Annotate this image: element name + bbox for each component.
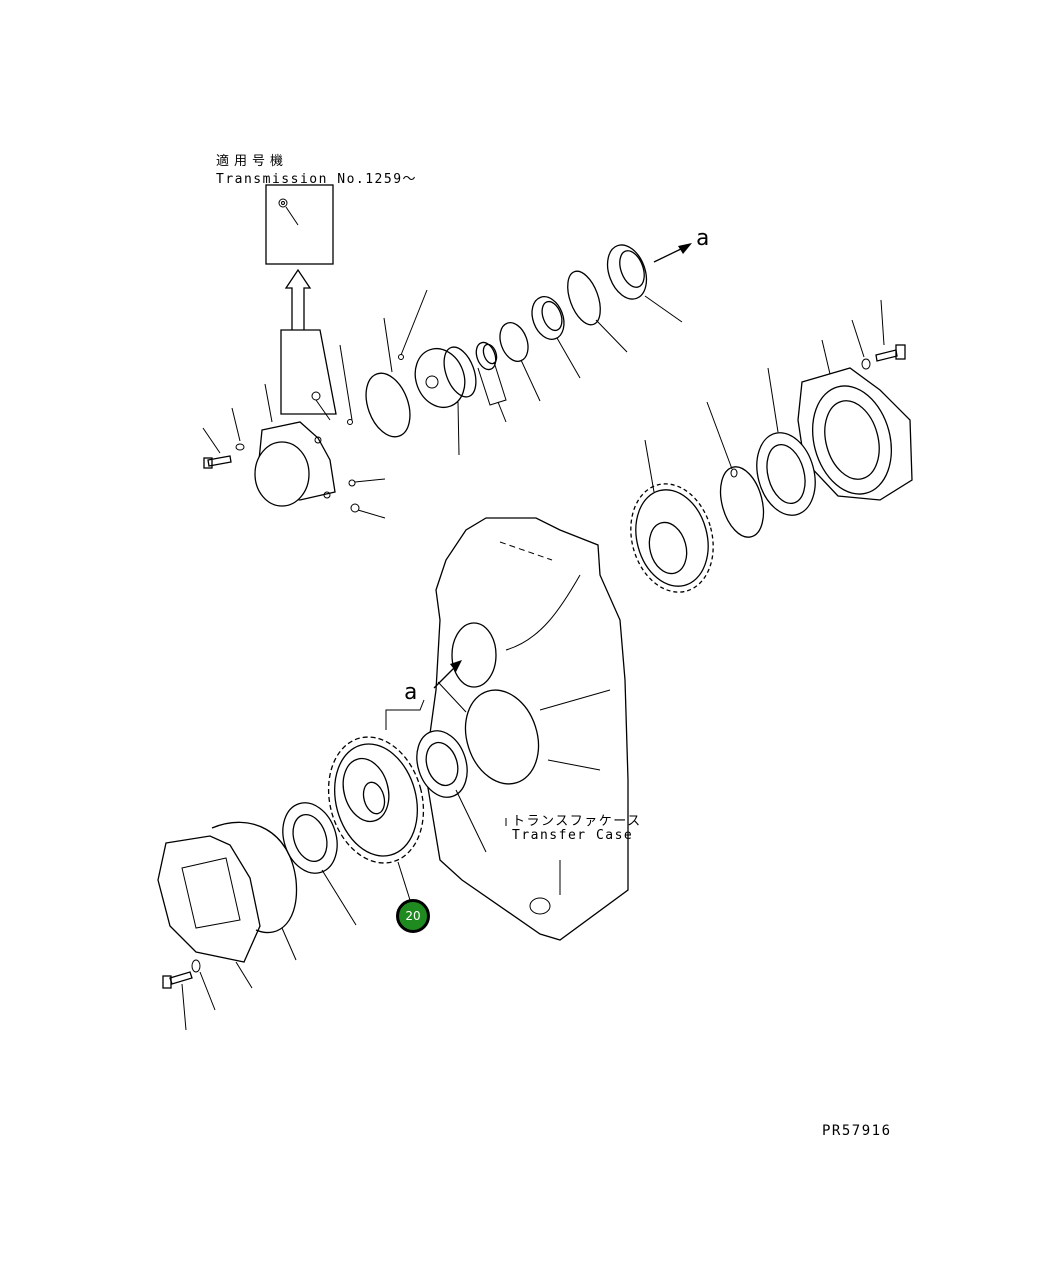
plug-panel [280, 329, 337, 421]
oring-and-sleeve [365, 289, 477, 456]
transfer-case [385, 517, 629, 941]
inset-box [265, 184, 334, 330]
case-bearing [416, 730, 487, 853]
left-cover-assembly [157, 802, 357, 1031]
drawing-number: PR57916 [822, 1123, 892, 1139]
top-cover-assembly [202, 344, 386, 519]
ref-a-top-label: a [696, 226, 711, 251]
transfer-case-label-en: Transfer Case [512, 828, 634, 843]
applicable-model-label: 適用号機 [216, 154, 289, 169]
ref-a-case-label: a [404, 680, 419, 705]
transmission-serial-label: Transmission No.1259〜 [216, 172, 418, 187]
idler-gear [327, 736, 425, 901]
callout-20[interactable]: 20 [396, 899, 430, 933]
spacer-and-snapring [475, 322, 541, 423]
transfer-case-label-jp: トランスファケース [512, 814, 642, 829]
top-bearing [531, 243, 692, 379]
right-housing-assembly [630, 299, 913, 593]
